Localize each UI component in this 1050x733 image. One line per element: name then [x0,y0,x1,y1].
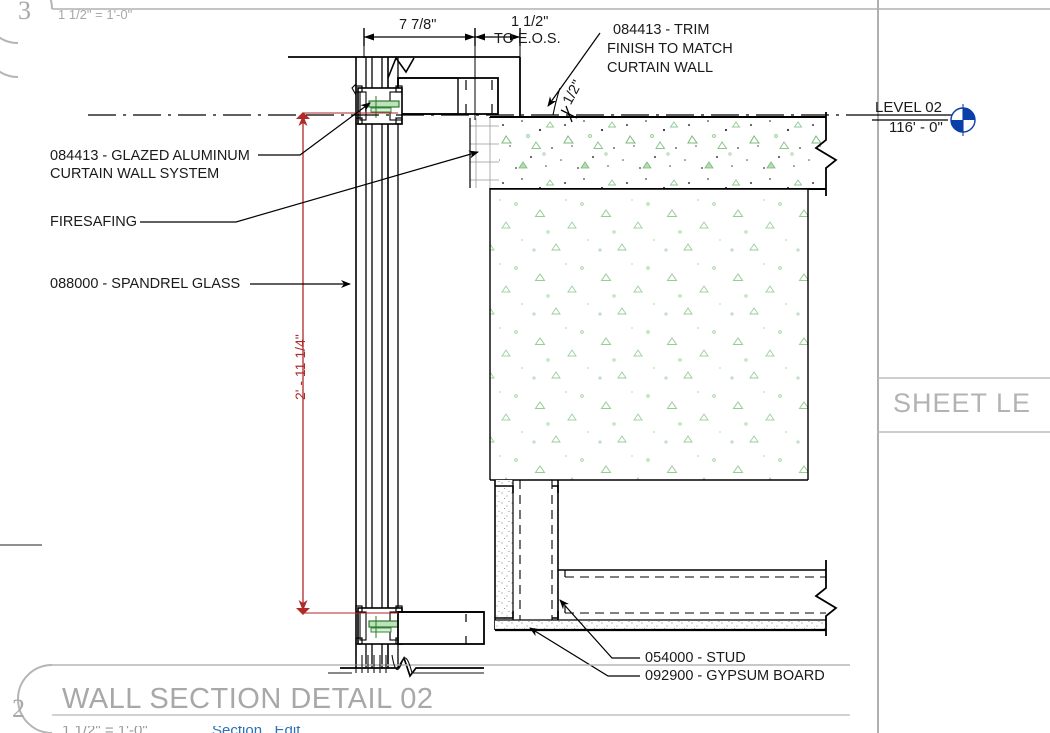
dimension-1-1-2: 1 1/2" [511,14,549,30]
annotation-spandrel-glass: 088000 - SPANDREL GLASS [50,276,241,292]
annotation-trim-line-1: 084413 - TRIM [613,22,710,38]
dimension-overall-vertical: 2' - 11 1/4" [292,334,308,400]
lower-wall-assembly [494,480,838,636]
level-datum-line [88,114,955,121]
annotation-trim-line-3: CURTAIN WALL [607,60,714,76]
dimension-7-7-8: 7 7/8" [399,17,437,33]
level-name-label: LEVEL 02 [875,99,942,116]
level-elevation-label: 116' - 0" [889,119,943,136]
sheet-legend-block [877,0,1050,733]
concrete-backup-wall [489,188,809,481]
head-trim-assembly [288,56,521,117]
detail-bottom-title: WALL SECTION DETAIL 02 [62,683,434,715]
annotation-trim-line-2: FINISH TO MATCH [607,41,733,57]
detail-top-bubble-number: 3 [18,0,31,25]
annotation-stud: 054000 - STUD [645,650,746,666]
annotation-curtain-wall-line-2: CURTAIN WALL SYSTEM [50,166,220,182]
vertical-dimension-red [296,112,398,615]
leader-lines [140,32,640,677]
detail-bottom-scale-fragment: 1 1/2" = 1'-0" [62,726,148,733]
annotation-curtain-wall-line-1: 084413 - GLAZED ALUMINUM [50,148,250,164]
detail-bottom-bubble-number: 2 [12,694,25,723]
sill-trim-assembly [397,611,485,645]
bottom-cutoff-strip: 1 1/2" = 1'-0" Section Edit [0,726,1050,733]
ribbon-fragment: Section Edit [212,726,300,733]
detail-top-scale-label: 1 1/2" = 1'-0" [58,7,133,22]
annotation-gypsum-board: 092900 - GYPSUM BOARD [645,668,825,684]
level-datum-symbol [950,104,976,136]
ceiling-squiggle [328,654,484,674]
detail-bubble-bottom[interactable] [17,664,850,733]
mullion-head-detail [351,83,403,125]
sheet-legend-title: SHEET LE [893,388,1032,418]
curtain-wall-mullion [355,57,399,668]
dimension-to-eos-note: TO E.O.S. [494,31,561,47]
top-dimension-string [363,28,521,120]
detail-bubble-top[interactable] [0,0,53,78]
annotation-firesafing: FIRESAFING [50,214,138,230]
concrete-slab-upper [489,112,838,196]
mullion-sill-detail [340,605,484,678]
